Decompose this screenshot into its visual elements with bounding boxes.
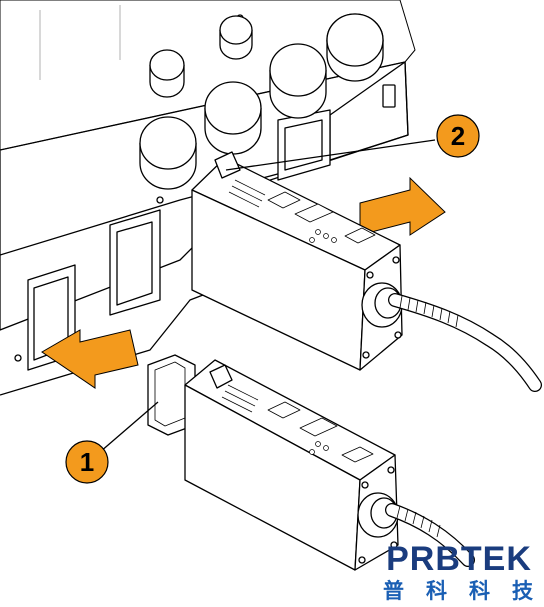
callout-2-label: 2 bbox=[451, 121, 465, 151]
watermark-char: 科 bbox=[469, 579, 490, 603]
callout-1-circle bbox=[65, 440, 109, 484]
callout-1-leader bbox=[99, 401, 159, 453]
callout-2-circle bbox=[436, 114, 480, 158]
watermark-brand: PRBTEK bbox=[386, 540, 532, 578]
callout-1: 1 bbox=[65, 440, 109, 484]
knob[interactable] bbox=[139, 116, 197, 190]
callout-1-label: 1 bbox=[80, 447, 94, 477]
knob-group bbox=[139, 13, 384, 190]
callout-leaders bbox=[99, 139, 436, 453]
insert-arrow bbox=[41, 329, 139, 389]
callout-2-leader bbox=[225, 139, 436, 171]
probe-module-installed bbox=[191, 151, 403, 371]
oscilloscope-panel bbox=[0, 0, 416, 396]
watermark-char: 技 bbox=[512, 579, 533, 603]
knob[interactable] bbox=[269, 43, 327, 119]
knob[interactable] bbox=[326, 13, 384, 82]
knob[interactable] bbox=[204, 81, 262, 155]
knob[interactable] bbox=[219, 15, 253, 60]
watermark-subtitle: 普 科 科 技 bbox=[372, 578, 544, 604]
cable-installed bbox=[388, 293, 542, 392]
cable-inserting bbox=[385, 503, 475, 567]
knob[interactable] bbox=[149, 49, 185, 98]
watermark-char: 科 bbox=[426, 579, 447, 603]
callout-2: 2 bbox=[436, 114, 480, 158]
remove-arrow bbox=[359, 176, 446, 236]
probe-module-inserting bbox=[147, 354, 399, 571]
watermark-char: 普 bbox=[383, 579, 404, 603]
